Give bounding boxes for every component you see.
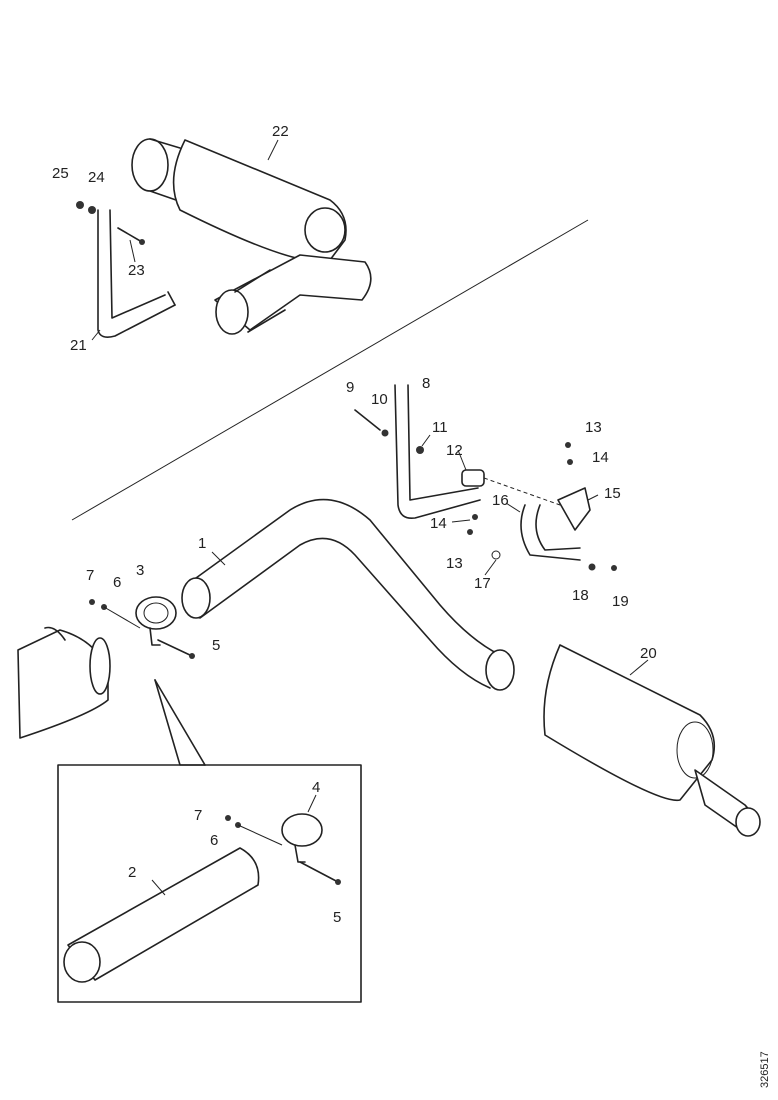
callout-17: 17 (474, 575, 491, 592)
intermediate-pipe-1 (181, 498, 515, 691)
nut-7-main (89, 599, 95, 605)
clamp-3 (135, 596, 177, 646)
detail-inset (57, 679, 362, 1003)
callout-25: 25 (52, 165, 69, 182)
callout-7-main: 7 (86, 567, 94, 584)
bolt-5-main (157, 639, 193, 657)
callout-20: 20 (640, 645, 657, 662)
bracket-15 (557, 487, 591, 531)
callout-5-main: 5 (212, 637, 220, 654)
callout-9: 9 (346, 379, 354, 396)
nut-25 (76, 201, 84, 209)
figure-code: 326517 (759, 1051, 771, 1088)
callout-11: 11 (432, 419, 448, 436)
callout-14-upper: 14 (592, 449, 609, 466)
callout-2: 2 (128, 864, 136, 881)
washer-14-upper (567, 459, 573, 465)
callout-22: 22 (272, 123, 289, 140)
callout-19: 19 (612, 593, 629, 610)
callout-6-main: 6 (113, 574, 121, 591)
callout-6-detail: 6 (210, 832, 218, 849)
callout-10: 10 (371, 391, 388, 408)
bolt-13-lower (467, 529, 473, 535)
washer-10 (381, 429, 389, 437)
bolt-5-detail (299, 861, 339, 883)
bolt-9 (354, 409, 381, 431)
bolt-23 (117, 227, 145, 245)
callout-5-detail: 5 (333, 909, 341, 926)
callout-16: 16 (492, 492, 509, 509)
bolt-13-upper (565, 442, 571, 448)
callout-12: 12 (446, 442, 463, 459)
section-divider-line (71, 219, 589, 521)
washer-18 (588, 563, 596, 571)
callout-21: 21 (70, 337, 87, 354)
bolt-17 (491, 550, 501, 560)
bracket-21 (97, 209, 176, 338)
leader-lines (91, 139, 649, 896)
nut-7-detail (225, 815, 231, 821)
callout-13-upper: 13 (585, 419, 602, 436)
callout-4: 4 (312, 779, 320, 796)
rear-silencer-variant (131, 138, 372, 335)
callout-18: 18 (572, 587, 589, 604)
clamp-16 (520, 504, 581, 561)
nut-19 (611, 565, 617, 571)
callout-15: 15 (604, 485, 621, 502)
washer-24 (88, 206, 96, 214)
callout-8: 8 (422, 375, 430, 392)
nut-11 (416, 446, 424, 454)
callout-14-lower: 14 (430, 515, 447, 532)
washer-14-lower (472, 514, 478, 520)
callout-7-detail: 7 (194, 807, 202, 824)
clamp-4 (281, 813, 323, 847)
bracket-8 (394, 384, 481, 520)
callout-1: 1 (198, 535, 206, 552)
callout-13-lower: 13 (446, 555, 463, 572)
rubber-mount-12 (461, 469, 485, 487)
callout-3: 3 (136, 562, 144, 579)
rear-silencer-20 (543, 644, 761, 837)
callout-23: 23 (128, 262, 145, 279)
callout-24: 24 (88, 169, 105, 186)
front-pipe-connection (17, 626, 111, 739)
